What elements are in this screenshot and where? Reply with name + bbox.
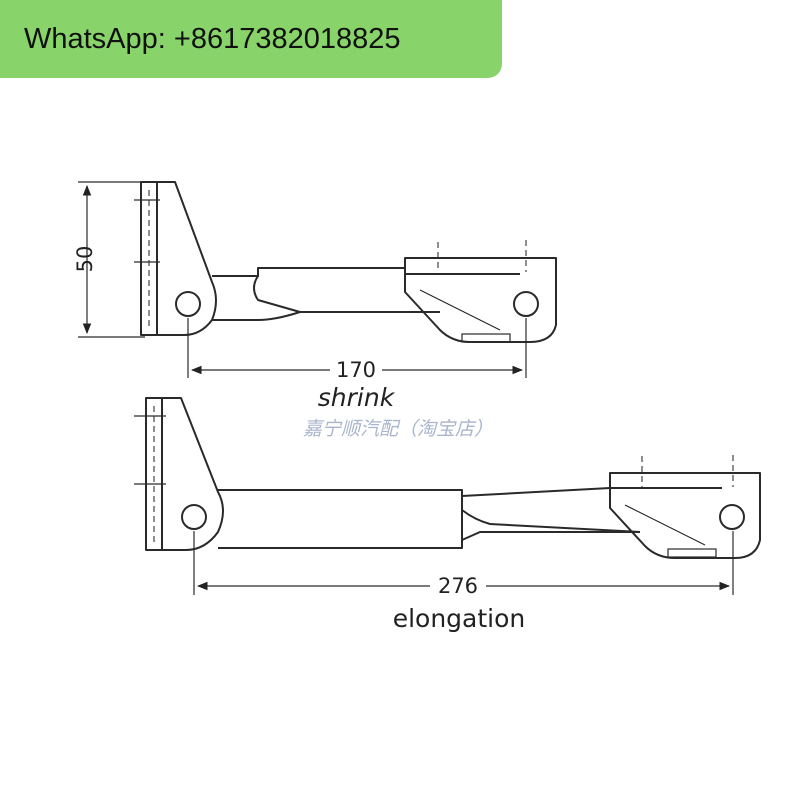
shrink-caption: shrink — [318, 383, 396, 412]
elongation-caption: elongation — [393, 604, 526, 633]
shrink-length-label: 170 — [336, 358, 376, 382]
height-dimension-label: 50 — [73, 246, 97, 273]
elongation-assembly — [134, 397, 761, 598]
store-watermark: 嘉宁顺汽配（淘宝店） — [303, 418, 493, 440]
whatsapp-banner: WhatsApp: +8617382018825 — [0, 0, 502, 78]
shrink-assembly — [78, 181, 557, 382]
whatsapp-banner-text: WhatsApp: +8617382018825 — [24, 22, 401, 55]
elongation-length-label: 276 — [438, 574, 478, 598]
